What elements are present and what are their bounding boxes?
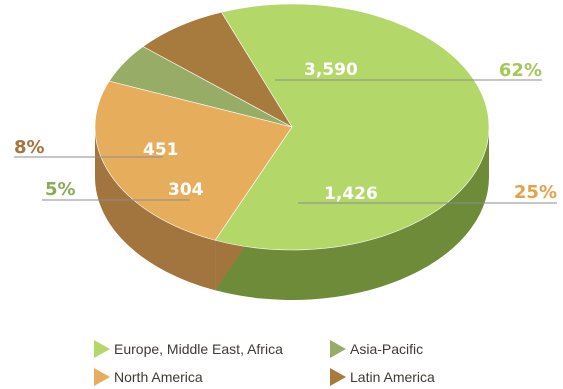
- slice-europe-middle-east-africa: [214, 3, 490, 251]
- slice-side-europe-middle-east-africa: [215, 127, 489, 300]
- legend-swatch: [94, 368, 110, 386]
- percent-label-north-america: 25%: [514, 182, 557, 203]
- data-labels: 3,590 62% 1,426 25% 304 5% 451 8%: [14, 60, 557, 204]
- legend-item-latin-america: Latin America: [330, 368, 435, 386]
- percent-label-asia-pacific: 5%: [45, 179, 76, 200]
- legend-label: Asia-Pacific: [350, 341, 423, 357]
- leader-lines: [14, 79, 557, 204]
- slice-latin-america: [142, 11, 293, 128]
- legend: Europe, Middle East, Africa Asia-PacificN…: [94, 340, 435, 386]
- percent-label-latin-america: 8%: [14, 137, 45, 158]
- percent-label-europe-middle-east-africa: 62%: [499, 60, 542, 81]
- value-label-latin-america: 451: [143, 140, 179, 160]
- legend-swatch: [330, 340, 346, 358]
- value-label-europe-middle-east-africa: 3,590: [304, 60, 358, 80]
- legend-item-north-america: North America: [94, 368, 203, 386]
- legend-swatch: [94, 340, 110, 358]
- legend-label: Europe, Middle East, Africa: [114, 341, 283, 357]
- legend-item-europe-middle-east-africa: Europe, Middle East, Africa: [94, 340, 283, 358]
- slice-side-north-america: [95, 127, 216, 291]
- pie-tops: [94, 3, 490, 251]
- legend-item-asia-pacific: Asia-Pacific: [330, 340, 423, 358]
- value-label-north-america: 1,426: [324, 184, 378, 204]
- legend-swatch: [330, 368, 346, 386]
- legend-label: North America: [114, 369, 203, 385]
- legend-label: Latin America: [350, 369, 435, 385]
- value-label-asia-pacific: 304: [168, 180, 204, 200]
